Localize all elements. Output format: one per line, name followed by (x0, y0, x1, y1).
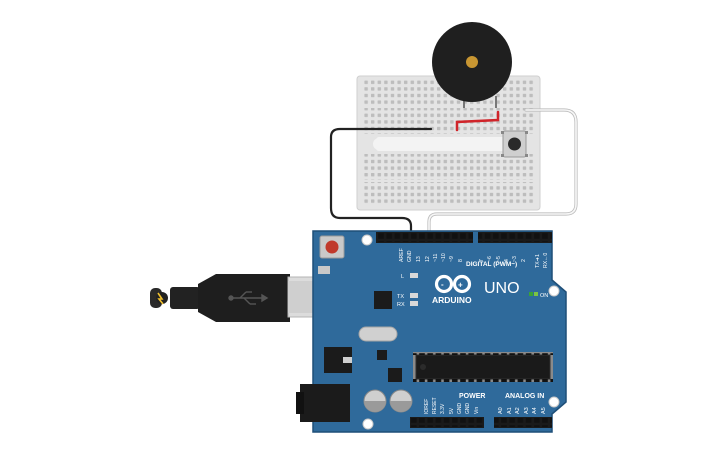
crystal-oscillator (358, 326, 398, 342)
pin-label: AREF (399, 248, 405, 262)
usb-icon (228, 291, 269, 305)
led-label: RX (397, 302, 405, 308)
buzzer-center (466, 56, 478, 68)
pin-label: ~6 (487, 256, 493, 262)
pin-label: 2 (521, 259, 527, 262)
pin-label: 13 (416, 256, 422, 262)
led-label: TX (397, 294, 404, 300)
logo-plus: + (458, 281, 463, 290)
on-led (534, 292, 538, 296)
capacitor (363, 389, 387, 413)
pin-label: Vin (474, 407, 480, 414)
usb-chip (374, 291, 392, 309)
analog-header-label: ANALOG IN (505, 393, 544, 400)
led-l (410, 273, 418, 278)
led-rx (410, 301, 418, 306)
pushbutton-cap (508, 137, 521, 151)
breadboard-notch (373, 138, 385, 150)
model-text: UNO (484, 280, 520, 297)
breadboard-center-channel (376, 137, 524, 151)
atmega-chip (413, 352, 553, 382)
wire-black[interactable] (329, 127, 433, 240)
brand-text: ARDUINO (432, 295, 472, 305)
breadboard-bottom-holes-2 (362, 182, 534, 206)
smd-chip (388, 368, 402, 382)
mount-hole (548, 396, 560, 408)
led-tx (410, 293, 418, 298)
pin-label: ~11 (433, 253, 439, 262)
breadboard-bottom-holes (362, 154, 534, 180)
pin-label: A0 (498, 407, 504, 414)
digital-header-label: DIGITAL (PWM~) (466, 261, 517, 268)
power-header-label: POWER (459, 393, 485, 400)
piezo-buzzer[interactable] (432, 22, 512, 108)
pin-label: IOREF (424, 399, 430, 414)
pin-label: A1 (507, 407, 513, 414)
pin-label: 5V (449, 407, 455, 414)
on-led (529, 292, 533, 296)
pin-label: ~10 (441, 253, 447, 262)
mount-hole (548, 285, 560, 297)
pin-label: A5 (541, 407, 547, 414)
smd-part (318, 266, 330, 274)
pin-label: ~9 (449, 256, 455, 262)
logo-minus: - (441, 280, 444, 289)
pin-label: A2 (515, 407, 521, 414)
power-pin-labels: IOREF RESET 3.3V 5V GND GND Vin (424, 397, 480, 414)
on-label: ON (540, 293, 548, 299)
digital-pin-labels: AREF GND 13 12 ~11 ~10 ~9 8 7 ~6 ~5 4 ~3… (399, 248, 549, 268)
pin-label: ~3 (512, 256, 518, 262)
reset-button[interactable] (319, 235, 345, 259)
pin-label: RESET (432, 397, 438, 414)
pin-label: ~5 (496, 256, 502, 262)
led-label: L (401, 274, 404, 280)
pin-label: A4 (532, 407, 538, 414)
breadboard[interactable] (356, 75, 541, 211)
pin-label: 12 (425, 256, 431, 262)
arduino-logo-icon (434, 274, 472, 294)
lightning-icon (157, 292, 164, 305)
mount-hole (362, 418, 374, 430)
pin-label: TX➜1 (535, 254, 541, 268)
pin-label: 3.3V (440, 403, 446, 414)
pushbutton[interactable] (501, 130, 528, 158)
pin-label: GND (407, 250, 413, 262)
power-jack[interactable] (300, 384, 350, 422)
smd-chip (377, 350, 387, 360)
pin-label: GND (457, 403, 463, 415)
arduino-uno[interactable]: AREF GND 13 12 ~11 ~10 ~9 8 7 ~6 ~5 4 ~3… (296, 230, 567, 433)
pin-label: RX←0 (543, 253, 549, 268)
pin-label: 7 (479, 259, 485, 262)
wire-red[interactable] (455, 110, 500, 132)
pin-label: 4 (504, 259, 510, 262)
pin-label: GND (465, 403, 471, 415)
mount-hole (361, 234, 373, 246)
analog-pin-labels: A0 A1 A2 A3 A4 A5 (498, 407, 547, 414)
pin-label: A3 (524, 407, 530, 414)
capacitor (389, 389, 413, 413)
pin-label: 8 (458, 259, 464, 262)
